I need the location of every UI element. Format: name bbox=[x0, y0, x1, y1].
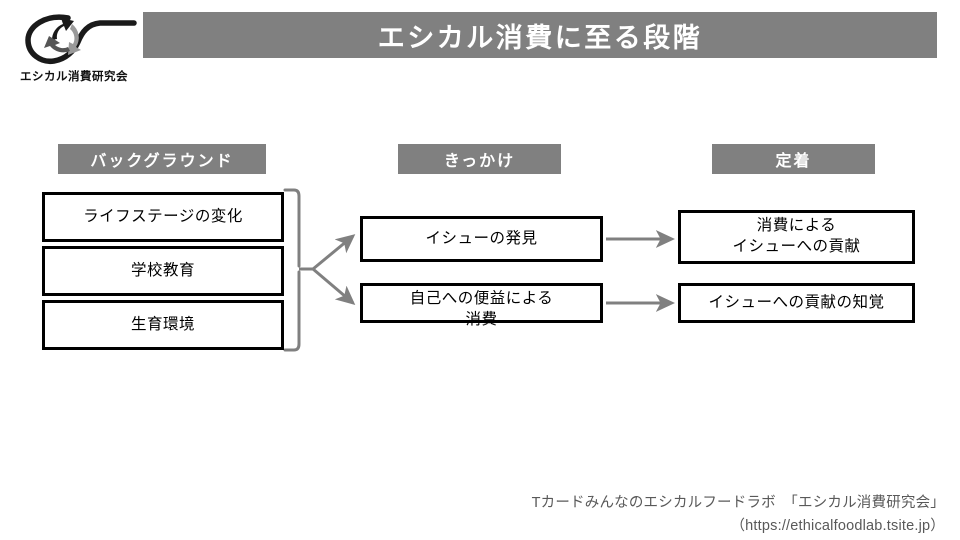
footer-line-1: Tカードみんなのエシカルフードラボ 「エシカル消費研究会」 bbox=[531, 495, 945, 511]
column-header-background: バックグラウンド bbox=[58, 144, 266, 174]
slide-title-bar: エシカル消費に至る段階 bbox=[143, 12, 937, 58]
recycle-swoosh-icon bbox=[25, 14, 137, 64]
node-life-stage-label: ライフステージの変化 bbox=[83, 207, 243, 225]
column-header-trigger: きっかけ bbox=[398, 144, 561, 174]
node-self-benefit-consumption-label: 自己への便益による 消費 bbox=[409, 290, 554, 328]
node-issue-contribution-label: 消費による イシューへの貢献 bbox=[732, 217, 861, 255]
column-header-trigger-label: きっかけ bbox=[443, 153, 516, 170]
logo-caption: エシカル消費研究会 bbox=[20, 71, 128, 83]
arrow-bracket-to-self-benefit bbox=[312, 267, 356, 305]
node-self-benefit-consumption[interactable]: 自己への便益による 消費 bbox=[360, 283, 603, 328]
node-upbringing-environment[interactable]: 生育環境 bbox=[42, 300, 284, 350]
footer-line-2: （https://ethicalfoodlab.tsite.jp） bbox=[730, 518, 945, 535]
arrow-bracket-to-issue-discovery bbox=[312, 234, 356, 271]
footer-credit: Tカードみんなのエシカルフードラボ 「エシカル消費研究会」 （https://e… bbox=[400, 492, 945, 538]
node-school-education[interactable]: 学校教育 bbox=[42, 246, 284, 296]
node-issue-contribution[interactable]: 消費による イシューへの貢献 bbox=[678, 210, 915, 264]
node-issue-discovery[interactable]: イシューの発見 bbox=[360, 216, 603, 262]
node-school-education-label: 学校教育 bbox=[130, 261, 195, 279]
slide-title: エシカル消費に至る段階 bbox=[377, 22, 703, 53]
node-issue-discovery-label: イシューの発見 bbox=[425, 229, 538, 247]
organization-logo: エシカル消費研究会 bbox=[8, 6, 140, 90]
node-life-stage[interactable]: ライフステージの変化 bbox=[42, 192, 284, 242]
column-header-fixation: 定着 bbox=[712, 144, 875, 174]
node-contribution-awareness[interactable]: イシューへの貢献の知覚 bbox=[678, 283, 915, 323]
column-header-fixation-label: 定着 bbox=[775, 153, 812, 170]
node-contribution-awareness-label: イシューへの貢献の知覚 bbox=[708, 293, 885, 311]
background-group-bracket bbox=[283, 188, 301, 352]
node-upbringing-environment-label: 生育環境 bbox=[130, 315, 195, 333]
column-header-background-label: バックグラウンド bbox=[90, 153, 234, 170]
